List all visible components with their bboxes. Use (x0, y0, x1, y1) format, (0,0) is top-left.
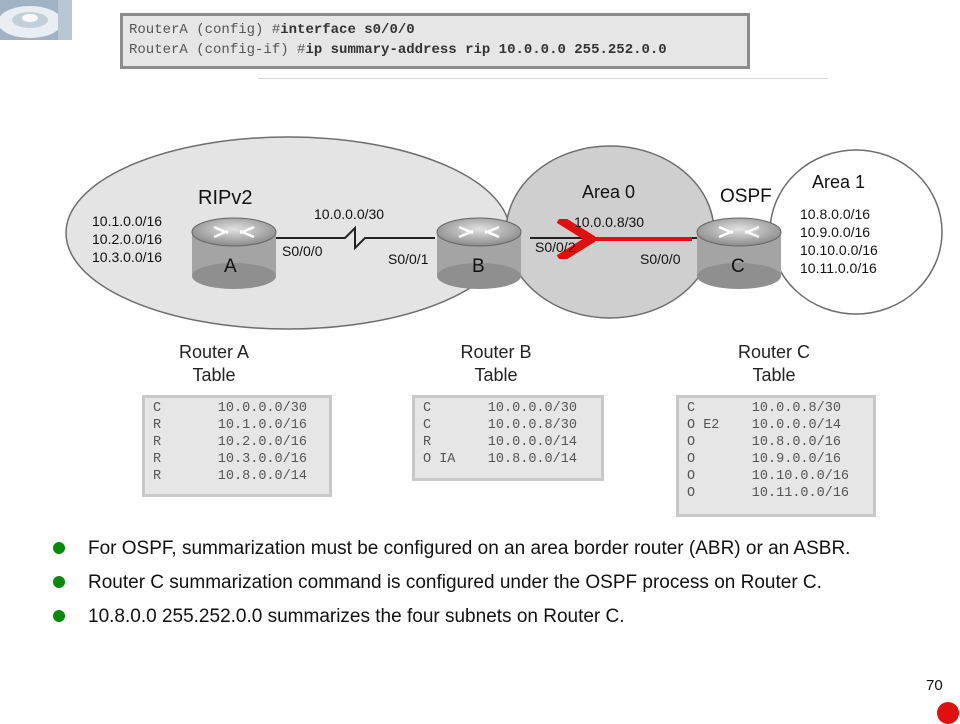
router-c-network: 10.10.0.0/16 (800, 242, 878, 258)
router-c-network: 10.9.0.0/16 (800, 224, 870, 240)
table-row: C 10.0.0.8/30 (423, 418, 577, 433)
table-row: O 10.8.0.0/16 (687, 435, 841, 450)
link-bc-label: 10.0.0.8/30 (574, 214, 644, 230)
bullet-list: For OSPF, summarization must be configur… (50, 536, 890, 638)
slide-marker-icon (937, 702, 959, 724)
table-row: R 10.3.0.0/16 (153, 452, 307, 467)
link-ab-label: 10.0.0.0/30 (314, 206, 384, 222)
table-row: R 10.2.0.0/16 (153, 435, 307, 450)
ospf-label: OSPF (720, 186, 772, 207)
table-row: C 10.0.0.8/30 (687, 401, 841, 416)
router-c-table: C 10.0.0.8/30 O E2 10.0.0.0/14 O 10.8.0.… (676, 395, 876, 517)
command-line-1: RouterA (config) #interface s0/0/0 (129, 22, 415, 38)
table-row: R 10.0.0.0/14 (423, 435, 577, 450)
bullet-dot-icon (53, 542, 65, 554)
area0-label: Area 0 (582, 182, 635, 202)
router-b-iface-left: S0/0/1 (388, 251, 429, 267)
table-row: C 10.0.0.0/30 (423, 401, 577, 416)
router-a-network: 10.2.0.0/16 (92, 231, 162, 247)
router-b-icon (436, 217, 522, 289)
router-b-name: B (472, 256, 485, 277)
router-c-icon (696, 217, 782, 289)
list-item: For OSPF, summarization must be configur… (50, 536, 890, 561)
list-item: 10.8.0.0 255.252.0.0 summarizes the four… (50, 604, 890, 629)
table-row: R 10.1.0.0/16 (153, 418, 307, 433)
router-a-network: 10.3.0.0/16 (92, 249, 162, 265)
link-a-b (275, 225, 435, 251)
area0-domain (505, 145, 715, 319)
router-c-iface: S0/0/0 (640, 251, 681, 267)
command-box: RouterA (config) #interface s0/0/0 Route… (120, 13, 750, 69)
bullet-dot-icon (53, 610, 65, 622)
page-number: 70 (926, 677, 943, 694)
router-a-icon (191, 217, 277, 289)
area1-label: Area 1 (812, 172, 865, 192)
logo-image (0, 0, 72, 40)
router-a-name: A (224, 256, 237, 277)
router-c-network: 10.8.0.0/16 (800, 206, 870, 222)
router-a-table: C 10.0.0.0/30 R 10.1.0.0/16 R 10.2.0.0/1… (142, 395, 332, 497)
router-a-network: 10.1.0.0/16 (92, 213, 162, 229)
table-row: O E2 10.0.0.0/14 (687, 418, 841, 433)
table-row: C 10.0.0.0/30 (153, 401, 307, 416)
table-row: O 10.11.0.0/16 (687, 486, 850, 501)
table-row: O IA 10.8.0.0/14 (423, 452, 577, 467)
router-b-iface-right: S0/0/2 (535, 239, 576, 255)
table-row: R 10.8.0.0/14 (153, 469, 307, 484)
router-b-table: C 10.0.0.0/30 C 10.0.0.8/30 R 10.0.0.0/1… (412, 395, 604, 481)
command-line-2: RouterA (config-if) #ip summary-address … (129, 42, 667, 58)
bullet-dot-icon (53, 576, 65, 588)
table-row: O 10.9.0.0/16 (687, 452, 841, 467)
divider (258, 78, 828, 79)
table-row: O 10.10.0.0/16 (687, 469, 850, 484)
router-a-iface: S0/0/0 (282, 243, 323, 259)
router-c-network: 10.11.0.0/16 (800, 260, 877, 276)
ripv2-label: RIPv2 (198, 187, 252, 209)
router-c-name: C (731, 256, 745, 277)
network-diagram: RIPv2 Area 0 OSPF Area 1 10.1.0.0/16 10.… (65, 136, 943, 330)
list-item: Router C summarization command is config… (50, 570, 890, 595)
